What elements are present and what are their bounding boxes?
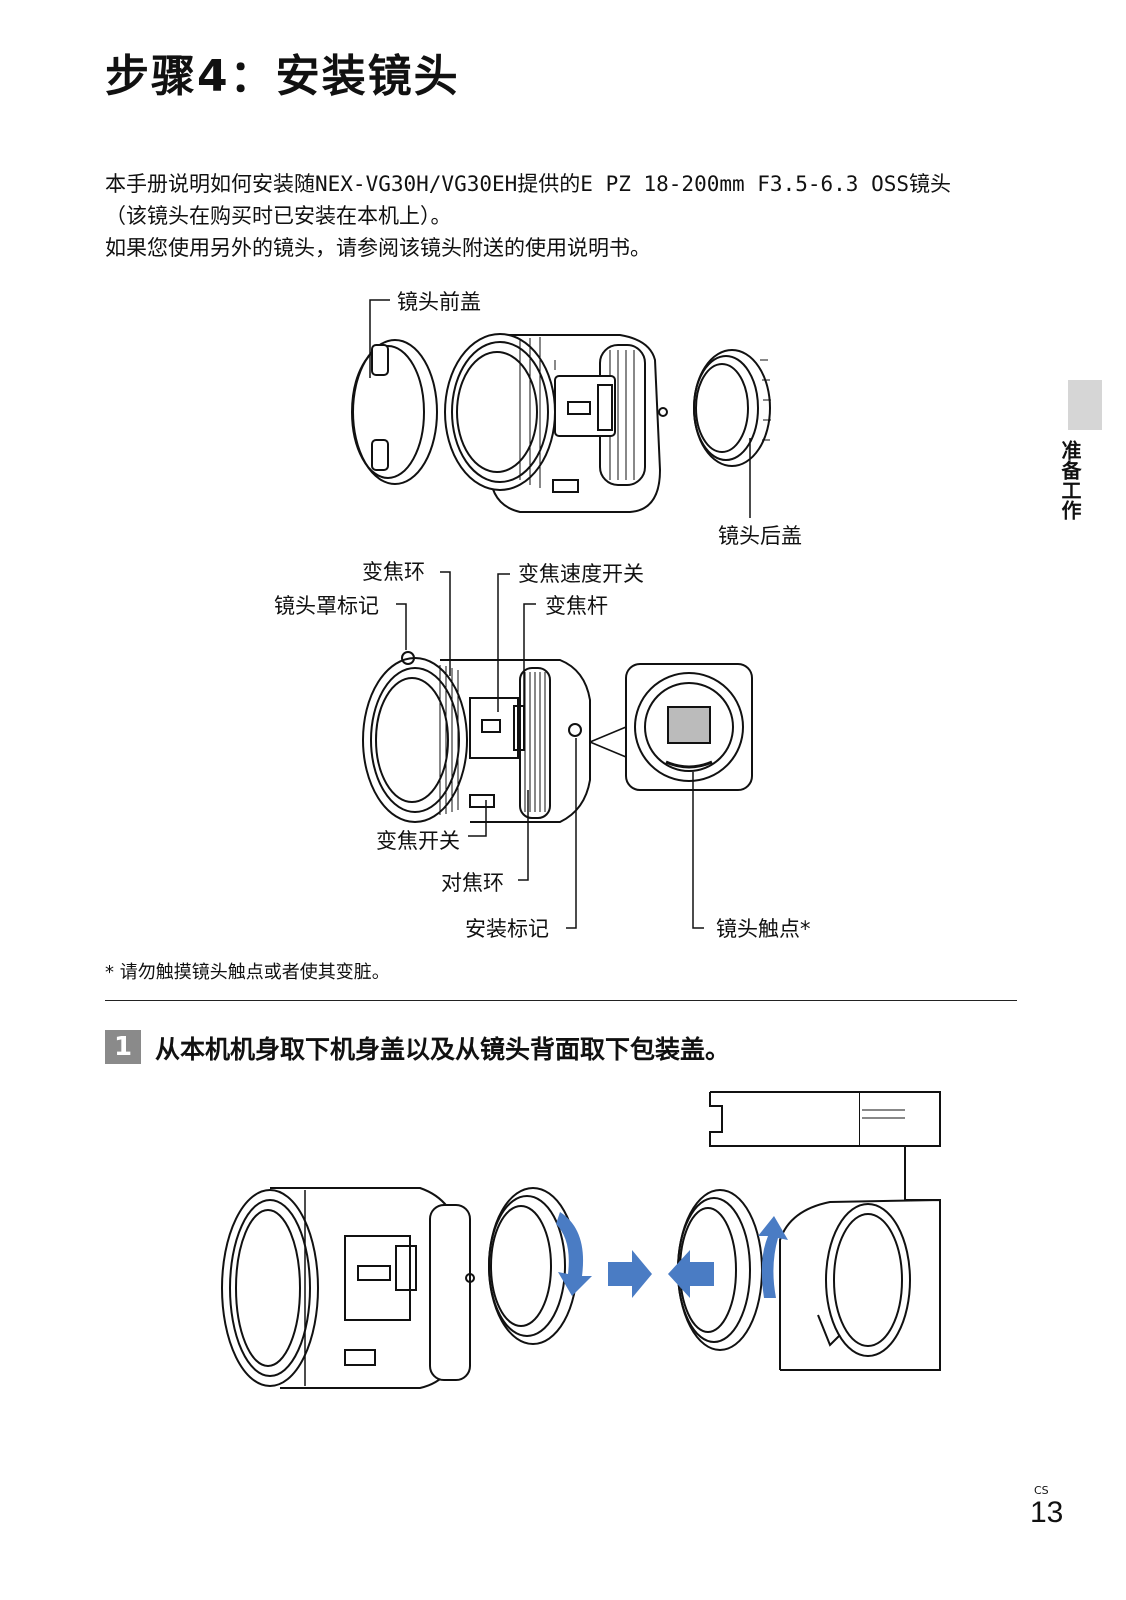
label-zoom-switch: 变焦开关 (376, 829, 460, 853)
right-arrow (608, 1250, 652, 1298)
label-focus-ring: 对焦环 (441, 871, 504, 895)
intro-line-1: 本手册说明如何安装随NEX-VG30H/VG30EH提供的E PZ 18-200… (105, 172, 952, 196)
page-language-code: CS (1034, 1484, 1049, 1497)
page-number: 13 (1030, 1496, 1064, 1529)
direction-arrows (556, 1212, 788, 1298)
section-divider (105, 1000, 1017, 1001)
step-number-badge: 1 (105, 1030, 141, 1064)
lens-parts-illustration (362, 651, 591, 823)
rear-cap-illustration (693, 349, 771, 467)
lens-body-illustration (444, 333, 668, 513)
page-title: 步骤4：安装镜头 (105, 51, 460, 102)
mount-illustration (589, 663, 753, 791)
step-lens-illustration (221, 1187, 475, 1389)
front-cap-illustration (351, 339, 438, 485)
intro-text: 本手册说明如何安装随NEX-VG30H/VG30EH提供的E PZ 18-200… (105, 168, 1025, 264)
label-zoom-lever: 变焦杆 (545, 594, 608, 618)
footnote: * 请勿触摸镜头触点或者使其变脏。 (105, 962, 390, 983)
step-camera-illustration (709, 1091, 941, 1371)
rotate-up-arrow (758, 1216, 788, 1298)
label-contacts: 镜头触点* (716, 917, 811, 941)
label-mount-index: 安装标记 (465, 917, 549, 941)
label-rear-cap: 镜头后盖 (718, 524, 802, 548)
label-zoom-ring: 变焦环 (362, 560, 425, 584)
left-arrow (668, 1250, 714, 1298)
section-tab (1068, 380, 1102, 430)
intro-line-2: （该镜头在购买时已安装在本机上）。 (105, 204, 452, 228)
label-hood-index: 镜头罩标记 (274, 594, 379, 618)
step-rear-cap-illustration (488, 1187, 578, 1345)
section-label: 准备工作 (1058, 440, 1082, 520)
intro-line-3: 如果您使用另外的镜头，请参阅该镜头附送的使用说明书。 (105, 236, 651, 260)
step-instruction: 从本机机身取下机身盖以及从镜头背面取下包装盖。 (155, 1035, 731, 1064)
label-zoom-speed-switch: 变焦速度开关 (518, 562, 644, 586)
label-front-cap: 镜头前盖 (397, 290, 481, 314)
rotate-down-arrow (556, 1212, 592, 1296)
